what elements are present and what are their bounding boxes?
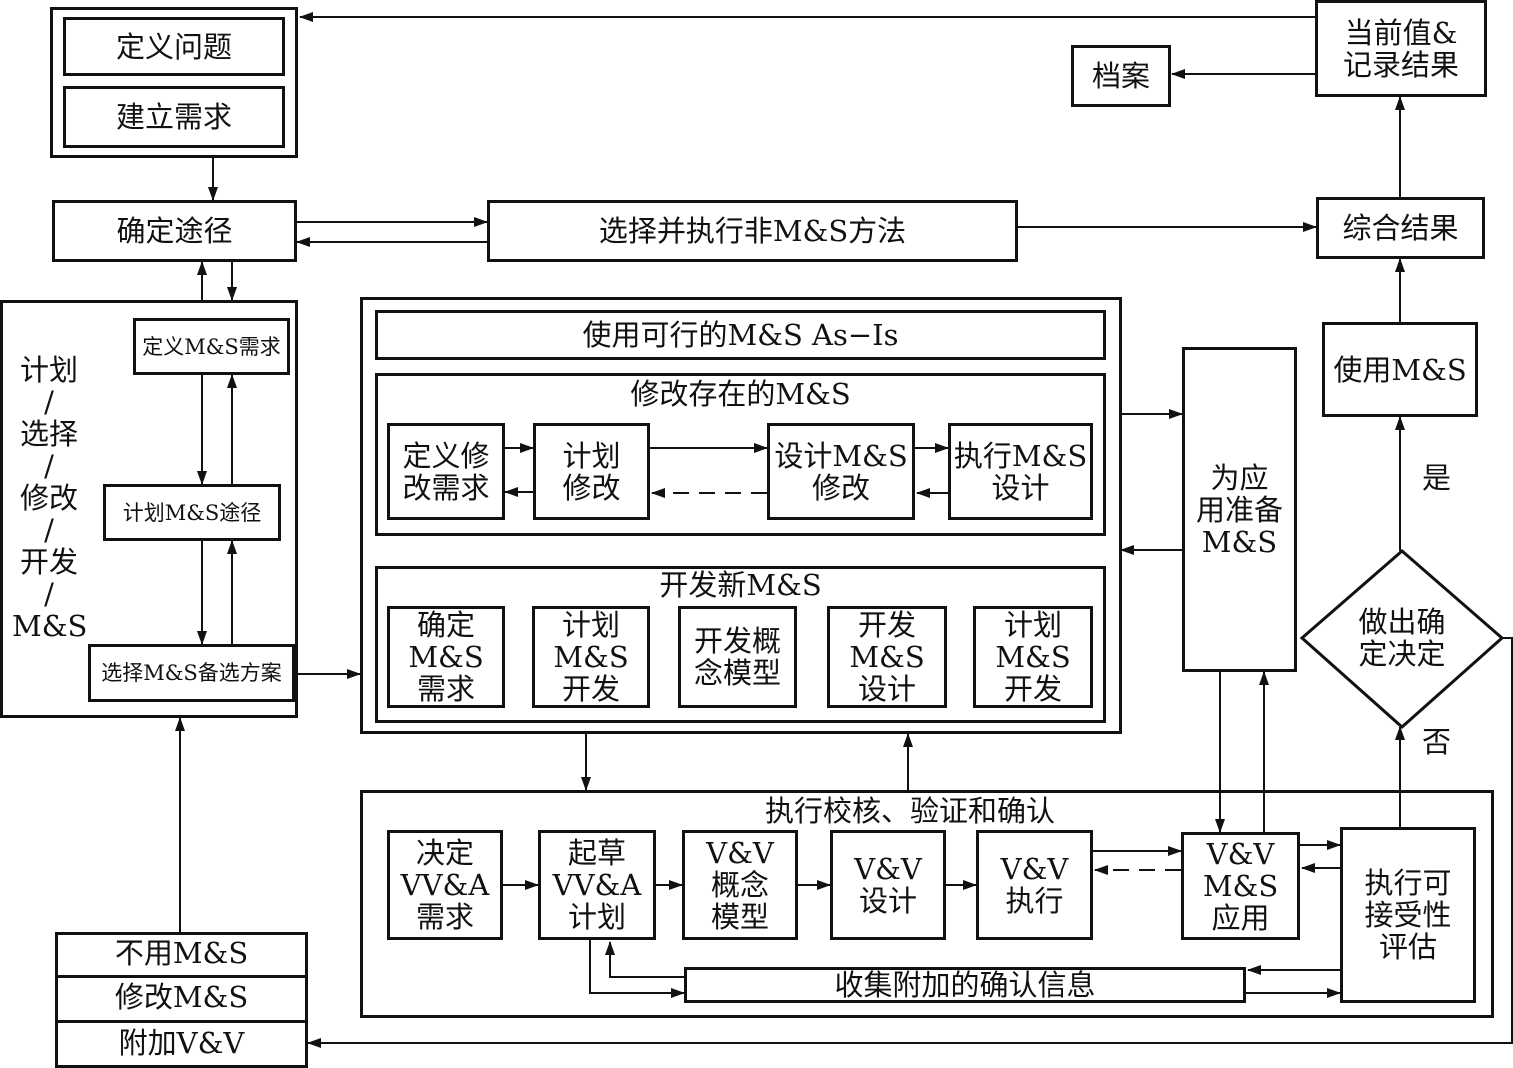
develop-step-2: 计划 M&S 开发 (532, 606, 650, 708)
develop-step-5: 计划 M&S 开发 (973, 606, 1093, 708)
modify-step-3: 设计M&S 修改 (767, 423, 915, 520)
archive-box: 档案 (1071, 45, 1171, 107)
modify-ms-title: 修改存在的M&S (630, 377, 851, 411)
modify-step-1: 定义修 改需求 (387, 423, 505, 520)
define-problem-box: 定义问题 (63, 17, 285, 76)
plan-ms-approach-box: 计划M&S途径 (103, 484, 281, 541)
feedback-divider (55, 1020, 308, 1023)
feedback-options-group (55, 932, 308, 1068)
define-ms-req-box: 定义M&S需求 (133, 318, 290, 375)
vva-step-4: V&V 设计 (830, 830, 946, 940)
determine-approach-box: 确定途径 (52, 200, 297, 262)
modify-step-4: 执行M&S 设计 (948, 423, 1093, 520)
plan-select-group (0, 300, 298, 718)
develop-step-1: 确定 M&S 需求 (387, 606, 505, 708)
modify-ms-subgroup (375, 373, 1106, 536)
decision-diamond (1299, 549, 1505, 730)
vva-title: 执行校核、验证和确认 (764, 794, 1055, 828)
feedback-option-add-vv: 附加V&V (118, 1026, 245, 1060)
plan-group-side-label: 计划 / 选择 / 修改 / 开发 / M&S (12, 353, 88, 643)
modify-step-2: 计划 修改 (533, 423, 650, 520)
non-ms-method-box: 选择并执行非M&S方法 (487, 200, 1018, 262)
feedback-option-no-ms: 不用M&S (114, 936, 249, 970)
vva-step-5: V&V 执行 (976, 830, 1093, 940)
develop-step-4: 开发 M&S 设计 (827, 606, 947, 708)
vva-step-1: 决定 VV&A 需求 (387, 830, 503, 940)
vva-step-3: V&V 概念 模型 (682, 830, 798, 940)
prepare-ms-box: 为应 用准备 M&S (1182, 347, 1297, 672)
synthesize-results-box: 综合结果 (1316, 197, 1485, 259)
acceptability-assessment-box: 执行可 接受性 评估 (1340, 827, 1476, 1003)
develop-ms-subgroup (375, 566, 1106, 723)
select-ms-alternative-box: 选择M&S备选方案 (88, 644, 295, 702)
vva-group (360, 790, 1494, 1018)
develop-step-3: 开发概 念模型 (678, 606, 797, 708)
decision-label: 做出确 定决定 (1358, 605, 1446, 671)
use-ms-asis-box: 使用可行的M&S As−Is (375, 310, 1106, 360)
vva-step-2: 起草 VV&A 计划 (538, 830, 656, 940)
use-ms-box: 使用M&S (1322, 322, 1478, 417)
current-value-record-box: 当前值& 记录结果 (1315, 0, 1487, 97)
vva-step-6: V&V M&S 应用 (1181, 832, 1300, 940)
feedback-option-modify-ms: 修改M&S (114, 980, 249, 1014)
yes-label: 是 (1422, 461, 1452, 495)
feedback-divider (55, 975, 308, 978)
problem-requirements-group (50, 7, 298, 158)
develop-ms-title: 开发新M&S (659, 568, 822, 602)
build-requirements-box: 建立需求 (63, 86, 285, 148)
no-label: 否 (1422, 725, 1452, 759)
collect-validation-info-box: 收集附加的确认信息 (684, 967, 1246, 1003)
ms-options-group (360, 297, 1122, 734)
